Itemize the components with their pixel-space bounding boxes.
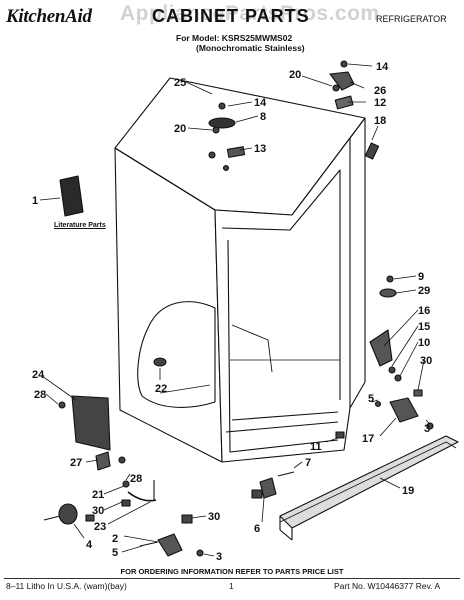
callout-4: 4	[86, 539, 93, 551]
callout-18: 18	[374, 115, 386, 127]
callout-1: 1	[32, 195, 38, 207]
callout-14b: 14	[376, 61, 389, 73]
callout-6: 6	[254, 523, 260, 535]
ordering-notice: FOR ORDERING INFORMATION REFER TO PARTS …	[120, 567, 344, 576]
callout-25: 25	[174, 77, 186, 89]
callout-12: 12	[374, 97, 386, 109]
callout-2: 2	[112, 533, 118, 545]
callout-28: 28	[34, 389, 46, 401]
callout-29: 29	[418, 285, 430, 297]
callout-20b: 20	[289, 69, 301, 81]
callout-8: 8	[260, 111, 266, 123]
cutaway-view	[137, 301, 216, 408]
callout-30c: 30	[208, 511, 220, 523]
callout-22: 22	[155, 383, 167, 395]
grommet	[153, 357, 167, 367]
cabinet-back	[214, 137, 351, 463]
front-roller	[58, 503, 78, 525]
callout-7: 7	[305, 457, 311, 469]
callout-28b: 28	[130, 473, 142, 485]
literature-parts-label: Literature Parts	[54, 222, 106, 229]
part-number: Part No. W10446377 Rev. A	[334, 581, 441, 591]
lower-hinge-bracket	[389, 397, 419, 423]
hinge-pin	[364, 142, 380, 160]
callout-30b: 30	[92, 505, 104, 517]
toe-grille	[279, 435, 459, 529]
callout-19: 19	[402, 485, 414, 497]
callout-30: 30	[420, 355, 432, 367]
right-hinge	[334, 95, 354, 110]
top-hinge	[226, 146, 246, 158]
page-number: 1	[229, 581, 234, 591]
callout-26: 26	[374, 85, 386, 97]
callout-17: 17	[362, 433, 374, 445]
rear-panel	[71, 395, 111, 451]
rear-roller	[157, 533, 183, 557]
callout-20: 20	[174, 123, 186, 135]
callout-5: 5	[368, 393, 374, 405]
callout-11: 11	[310, 441, 322, 453]
callout-3: 3	[424, 423, 430, 435]
model-number: For Model: KSRS25MWMS02	[176, 33, 293, 43]
callout-24: 24	[32, 369, 45, 381]
category-label: REFRIGERATOR	[376, 14, 447, 24]
callout-14: 14	[254, 97, 267, 109]
callout-10: 10	[418, 337, 430, 349]
top-hinge-cover	[208, 117, 236, 129]
brand-logo: KitchenAid	[6, 6, 92, 27]
literature-booklet	[59, 175, 84, 217]
callout-27: 27	[70, 457, 82, 469]
callout-21: 21	[92, 489, 104, 501]
callout-16: 16	[418, 305, 430, 317]
callout-numbers: 25 14 8 20 13 20 14 26 12 18 1 9 29 16 1…	[32, 61, 432, 563]
watermark: AppliancePartsPros.com	[120, 2, 380, 25]
callout-13: 13	[254, 143, 266, 155]
callout-5b: 5	[112, 547, 118, 559]
callout-15: 15	[418, 321, 430, 333]
footer-divider	[4, 578, 460, 579]
page-title: CABINET PARTS	[152, 6, 310, 26]
callout-9: 9	[418, 271, 424, 283]
lower-hinge	[369, 329, 393, 367]
litho-info: 8–11 Litho In U.S.A. (wam)(bay)	[6, 581, 127, 591]
callout-23: 23	[94, 521, 106, 533]
callout-3b: 3	[216, 551, 222, 563]
model-finish: (Monochromatic Stainless)	[196, 43, 305, 53]
